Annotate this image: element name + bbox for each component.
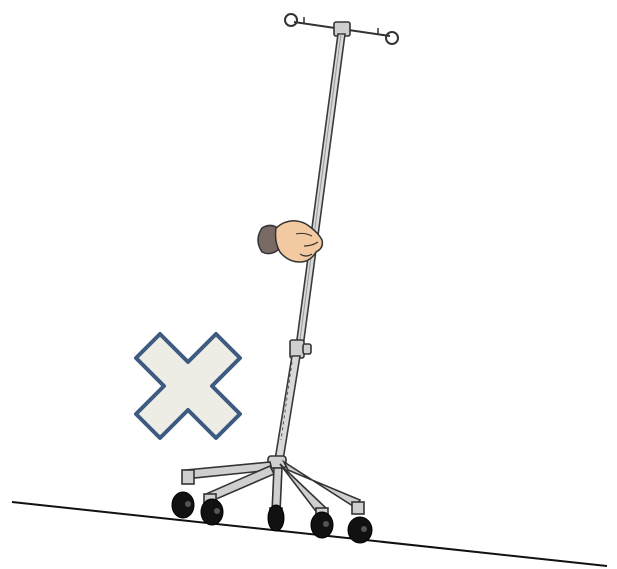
iv-pole-lower	[274, 355, 301, 461]
iv-hanger-hooks	[284, 13, 399, 45]
hand-icon	[257, 220, 324, 263]
sloped-ground-line	[11, 501, 608, 567]
iv-stand	[171, 13, 399, 544]
cross-mark-icon	[134, 332, 242, 440]
caster-wheels	[171, 491, 373, 544]
base-legs	[181, 459, 365, 519]
